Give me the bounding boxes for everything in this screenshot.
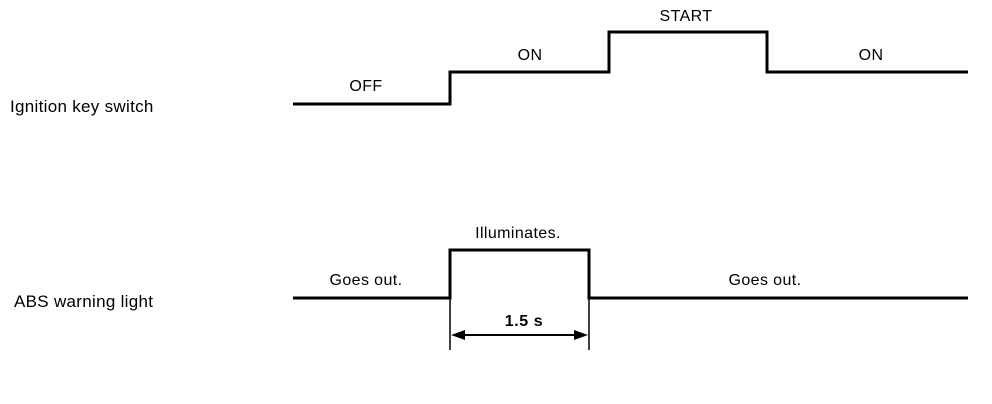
dimension-arrowhead-left xyxy=(451,330,465,340)
ignition-signal-line xyxy=(293,30,968,106)
abs-waveform: Goes out. Illuminates. Goes out. xyxy=(293,225,968,300)
ignition-state-on-second: ON xyxy=(859,47,884,64)
ignition-waveform: OFF ON START ON xyxy=(293,8,968,106)
ignition-state-off: OFF xyxy=(349,78,382,95)
abs-state-illuminates: Illuminates. xyxy=(475,225,561,242)
dimension-arrowhead-right xyxy=(574,330,588,340)
abs-state-goes-out-after: Goes out. xyxy=(729,272,802,289)
ignition-key-switch-label: Ignition key switch xyxy=(10,97,154,116)
abs-warning-light-label: ABS warning light xyxy=(14,292,153,311)
ignition-state-start: START xyxy=(660,8,713,25)
abs-state-goes-out-before: Goes out. xyxy=(330,272,403,289)
abs-signal-line xyxy=(293,248,968,300)
duration-dimension: 1.5 s xyxy=(449,298,590,350)
duration-label: 1.5 s xyxy=(505,313,544,330)
ignition-state-on-first: ON xyxy=(518,47,543,64)
